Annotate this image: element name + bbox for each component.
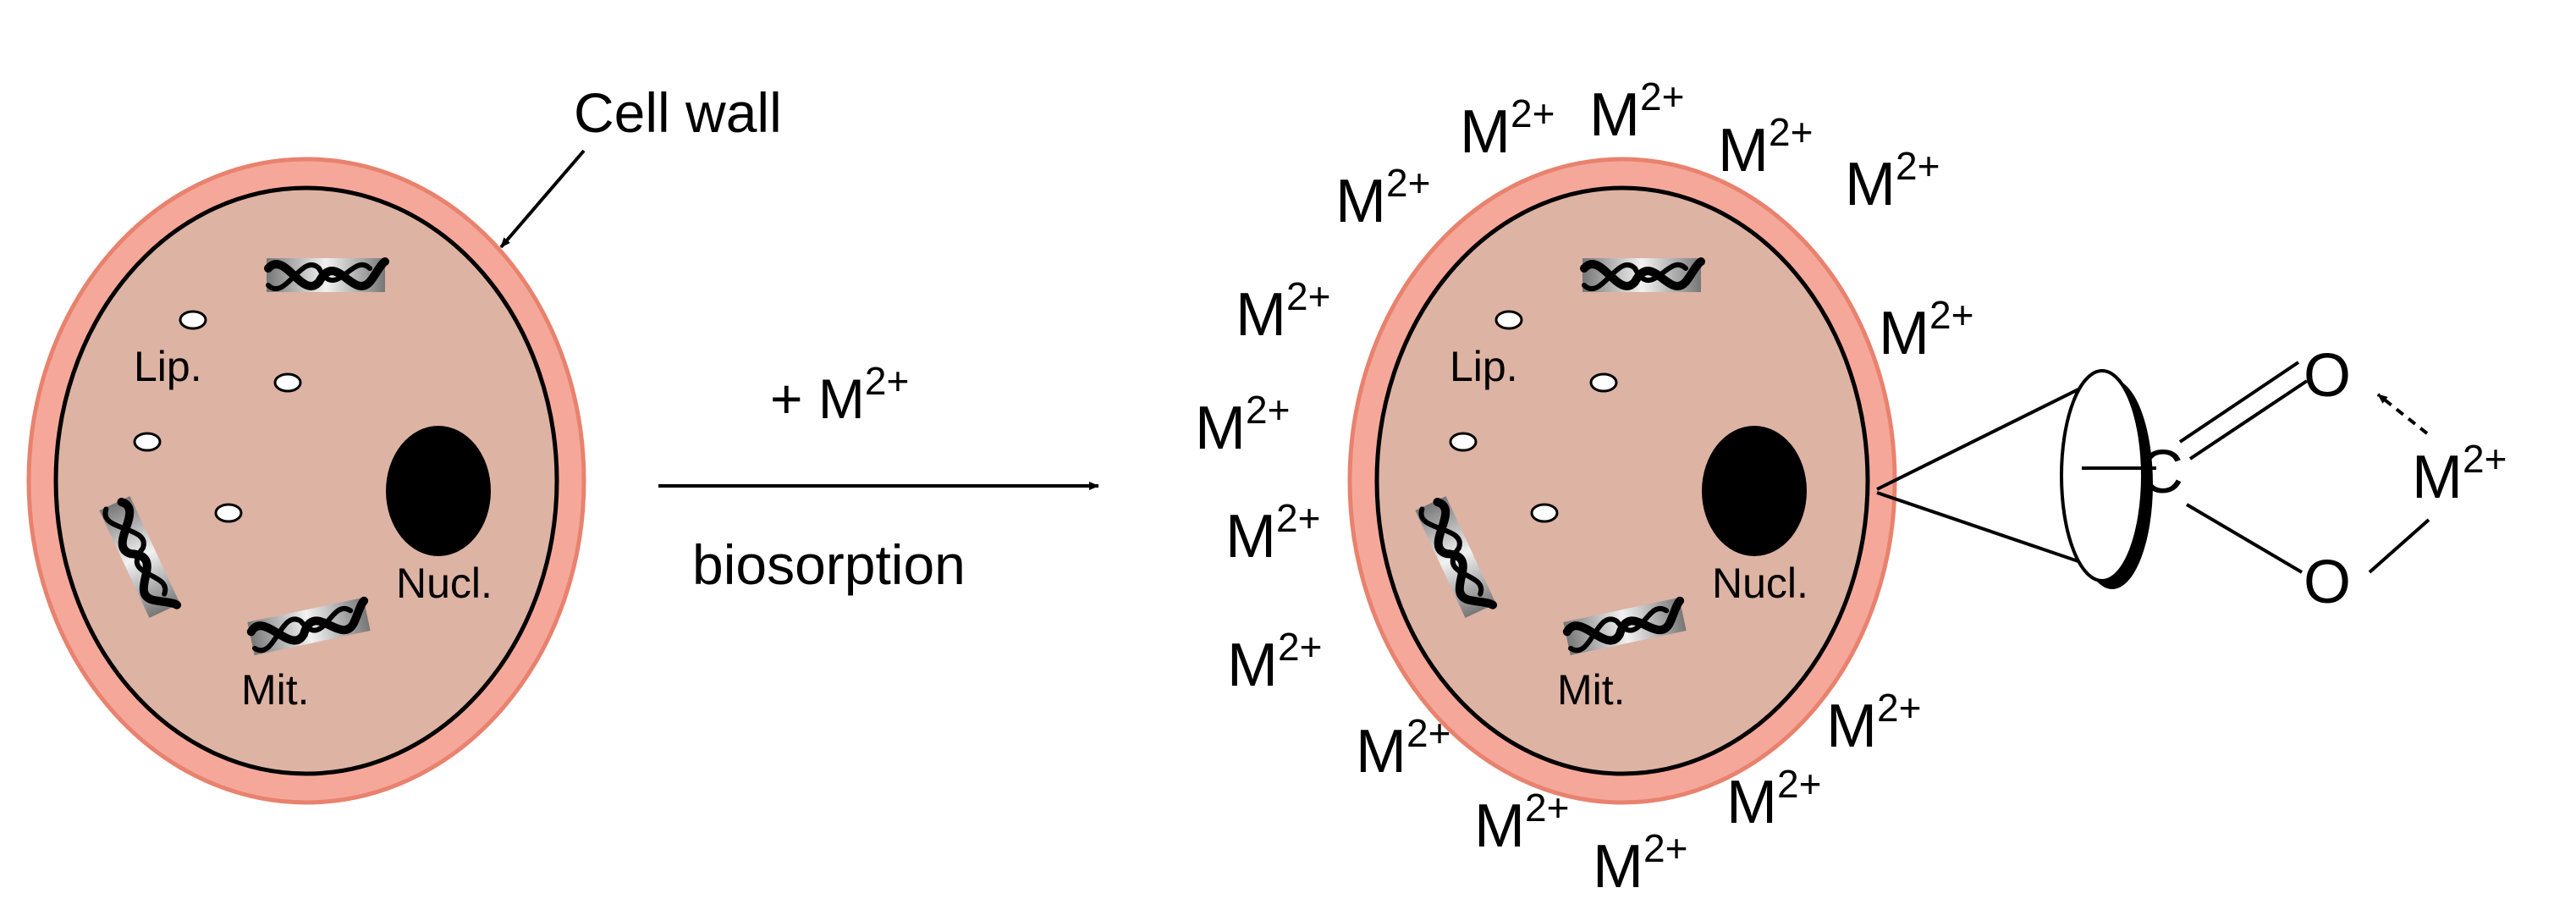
left-nucleus-label: Nucl.: [396, 560, 493, 607]
oxygen-atom-bottom: O: [2304, 549, 2351, 616]
cell-wall-pointer: [499, 149, 586, 249]
right-mito-label: Mit.: [1557, 666, 1626, 714]
left-cell-membrane: [53, 185, 559, 776]
reagent-label: + M2+: [770, 359, 909, 430]
metal-ion-label: M2+: [1474, 786, 1569, 860]
process-label: biosorption: [692, 533, 966, 596]
metal-ion-label: M2+: [1726, 762, 1821, 836]
right-nucleus-label: Nucl.: [1712, 560, 1808, 607]
metal-ion-label: M2+: [1227, 625, 1322, 699]
metal-ion-label: M2+: [1460, 91, 1555, 166]
cell-wall-label: Cell wall: [574, 81, 782, 144]
left-mitochondrion-side: [99, 496, 182, 618]
right-mitochondrion-bottom: [1562, 596, 1687, 656]
metal-ion-label: M2+: [1225, 496, 1320, 571]
right-lipid-droplet: [1449, 432, 1478, 452]
right-mitochondrion-side: [1415, 496, 1498, 618]
left-lipid-droplet: [179, 310, 207, 330]
oxygen-atom-top: O: [2304, 342, 2351, 410]
left-mitochondrion-bottom: [246, 596, 371, 656]
zoom-cone-edge-top: [1876, 379, 2096, 491]
right-lipid-droplet: [1494, 310, 1523, 330]
metal-ion-label: M2+: [1879, 293, 1973, 367]
right-lipid-droplet: [1530, 503, 1559, 523]
double-bond-line: [2188, 379, 2309, 461]
carboxylate-complex: C O O M2+: [2139, 342, 2507, 616]
left-lipid-droplet: [273, 372, 302, 393]
metal-ion-label: M2+: [1236, 274, 1330, 349]
metal-ion-label: M2+: [1593, 826, 1687, 901]
zoom-cone: [1876, 369, 2156, 589]
metal-ion-label: M2+: [1826, 686, 1921, 760]
right-lipid-droplet: [1589, 372, 1618, 393]
right-nucleus: [1702, 426, 1807, 556]
left-lipid-droplet: [133, 432, 162, 452]
metal-ion-cloud: M2+ M2+ M2+ M2+ M2+ M2+ M2+ M2+ M2+ M2+ …: [1195, 74, 1973, 901]
double-bond-line: [2178, 361, 2300, 444]
right-mitochondrion-top: [1580, 257, 1705, 292]
reaction-arrow: + M2+ biosorption: [658, 359, 1099, 596]
metal-ion-label: M2+: [1845, 144, 1940, 218]
zoom-cone-edge-bottom: [1876, 491, 2106, 572]
single-bond-line: [2185, 503, 2304, 574]
right-cell-membrane: [1374, 185, 1870, 776]
bound-metal-ion: M2+: [2412, 437, 2507, 511]
left-cell: Lip. Mit. Nucl.: [26, 157, 586, 805]
metal-ion-label: M2+: [1195, 388, 1290, 462]
left-lipid-label: Lip.: [134, 343, 202, 390]
zoom-disc: [2060, 369, 2144, 582]
metal-ion-label: M2+: [1356, 711, 1450, 786]
left-lipid-droplet: [214, 503, 243, 523]
left-mito-label: Mit.: [241, 666, 310, 714]
metal-ion-label: M2+: [1335, 161, 1430, 235]
coordination-bond: [2376, 393, 2429, 435]
right-lipid-label: Lip.: [1450, 343, 1518, 390]
metal-ion-label: M2+: [1718, 110, 1813, 185]
left-mitochondrion-top: [264, 257, 389, 292]
right-cell: Lip. Mit. Nucl.: [1347, 157, 1897, 805]
left-nucleus: [386, 426, 491, 556]
carbon-atom: C: [2139, 438, 2183, 506]
metal-ion-label: M2+: [1589, 74, 1684, 149]
oxygen-metal-bond: [2368, 518, 2430, 574]
